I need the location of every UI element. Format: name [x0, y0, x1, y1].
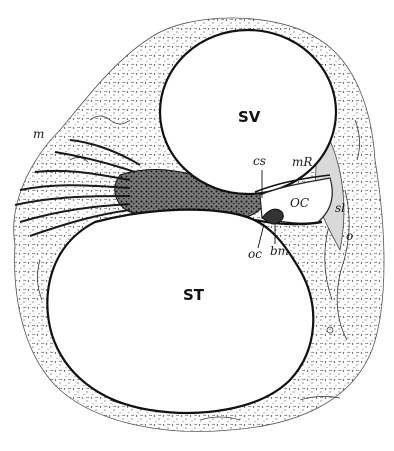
label-cs: cs	[253, 154, 266, 168]
label-m: m	[33, 127, 44, 141]
label-oc: oc	[248, 247, 262, 261]
label-bm: bm	[270, 244, 289, 258]
scala-tympani	[47, 210, 313, 413]
label-organ-of-corti: OC	[290, 196, 309, 210]
label-sl: sl	[335, 201, 345, 215]
label-scala-vestibuli: SV	[238, 108, 261, 126]
label-o: o	[346, 229, 353, 243]
label-scala-tympani: ST	[183, 286, 205, 304]
label-mR: mR	[292, 155, 312, 169]
